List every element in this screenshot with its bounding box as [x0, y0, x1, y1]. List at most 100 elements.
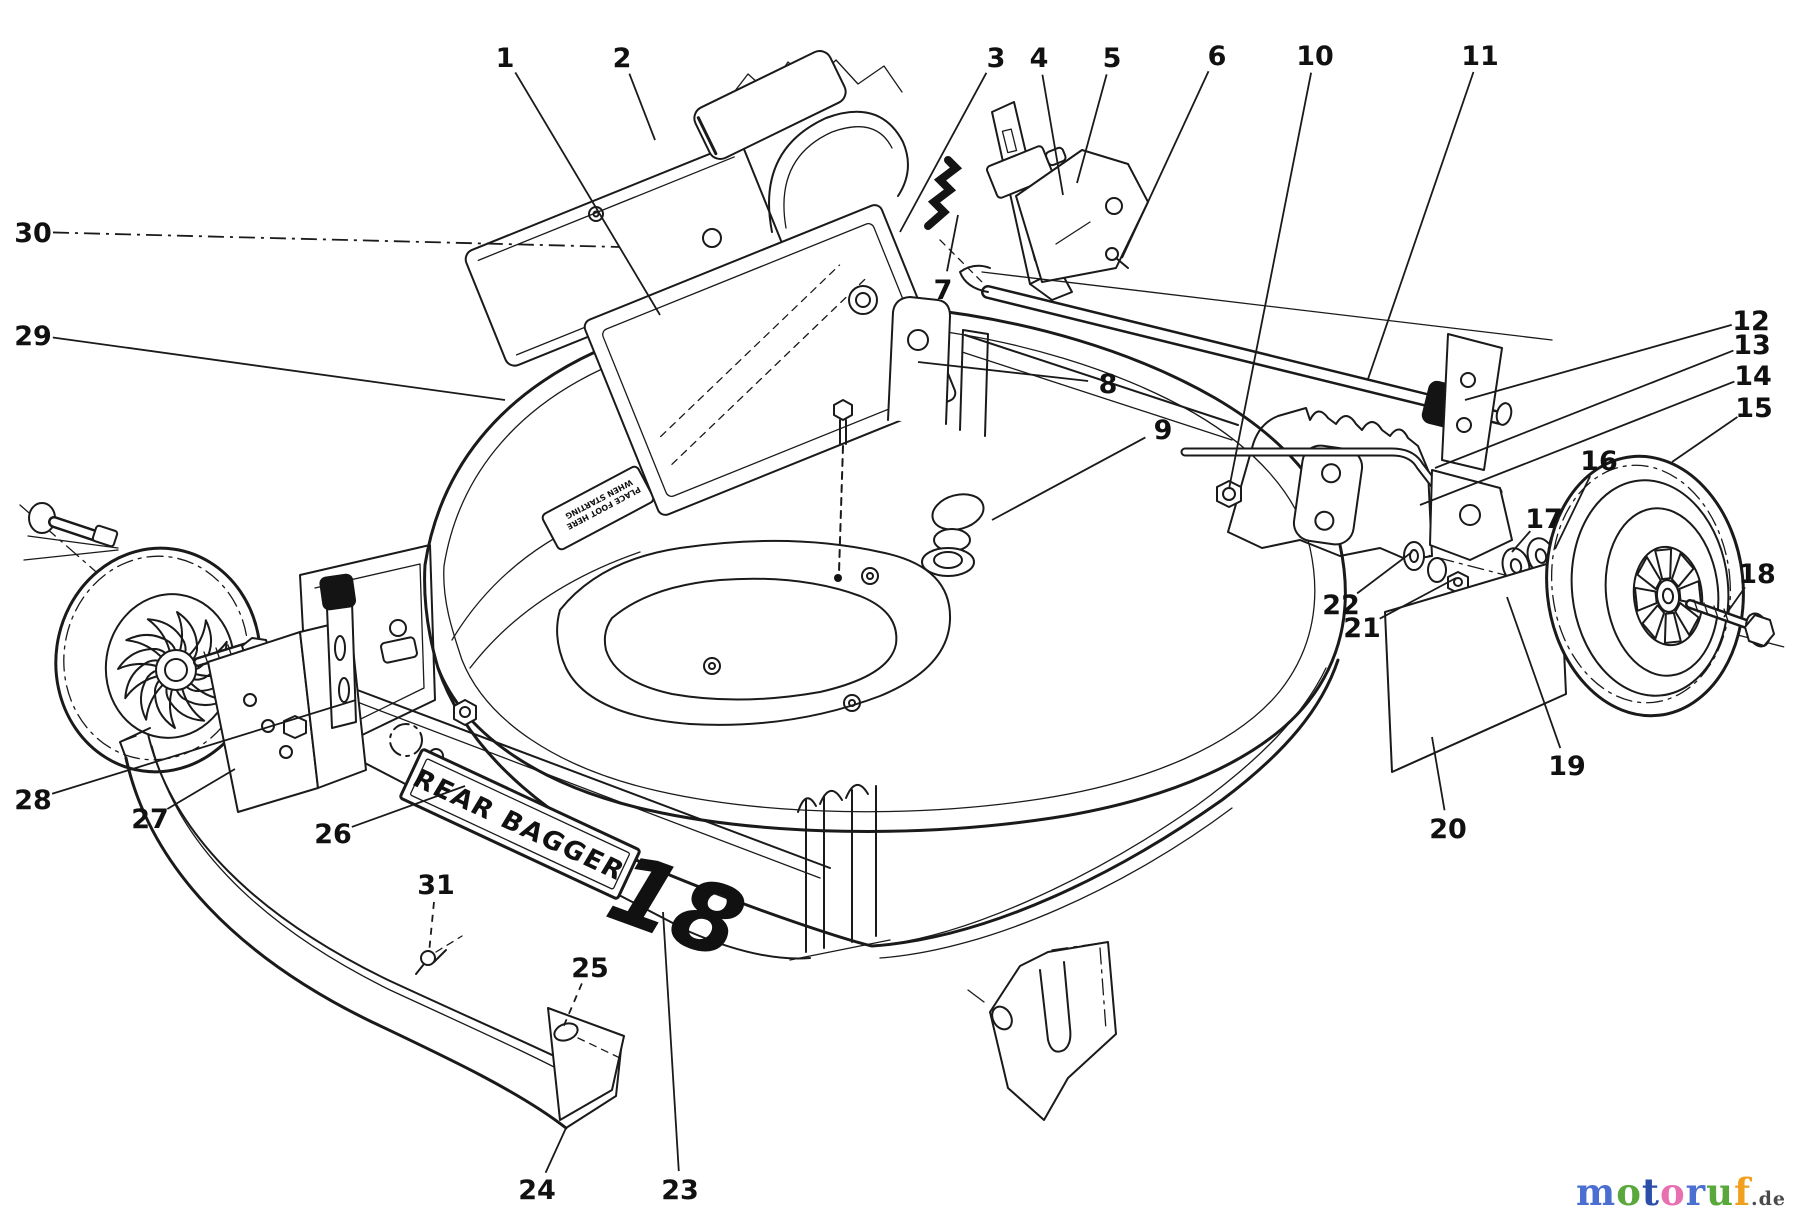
deck-nut: [454, 700, 476, 725]
leader-line-21: [1380, 578, 1456, 619]
part-callout-27: 27: [131, 769, 235, 835]
leader-line-13: [1435, 351, 1733, 468]
part-callout-8: 8: [918, 362, 1117, 400]
leader-line-30: [53, 232, 620, 247]
leader-line-31: [429, 902, 434, 953]
part-callout-26: 26: [314, 786, 465, 850]
part-number-30: 30: [14, 218, 52, 249]
motoruf-wordmark: motoruf: [1576, 1170, 1751, 1213]
bumper-screw: [416, 936, 462, 974]
part-number-6: 6: [1208, 41, 1227, 72]
part-callout-17: 17: [1512, 504, 1563, 552]
leader-line-19: [1507, 597, 1560, 748]
leader-line-9: [992, 437, 1145, 520]
part-number-5: 5: [1103, 43, 1122, 74]
part-callout-18: 18: [1724, 559, 1776, 617]
part-callout-24: 24: [518, 1128, 566, 1206]
leader-line-1: [515, 72, 660, 315]
lock-nut: [1217, 481, 1241, 507]
mounting-bolt: [834, 400, 852, 582]
part-number-19: 19: [1548, 751, 1586, 782]
motoruf-tld: .de: [1751, 1188, 1786, 1210]
leader-line-11: [1368, 72, 1473, 379]
leader-line-29: [53, 337, 505, 400]
foot-decal: PLACE FOOT HERE WHEN STARTING: [541, 465, 655, 551]
leader-line-25: [562, 983, 582, 1030]
part-number-22: 22: [1322, 590, 1360, 621]
leader-line-3: [900, 73, 986, 232]
rear-door-assembly: [690, 47, 1148, 300]
part-number-2: 2: [613, 43, 632, 74]
leader-line-15: [1672, 417, 1737, 462]
leader-line-20: [1432, 737, 1445, 810]
part-number-18: 18: [1738, 559, 1776, 590]
logo-letter: t: [1641, 1170, 1660, 1213]
leader-line-12: [1465, 325, 1732, 400]
part-callout-23: 23: [661, 912, 699, 1206]
axle-bolt: [1690, 600, 1774, 650]
leader-line-7: [947, 215, 958, 271]
part-number-8: 8: [1099, 369, 1118, 400]
part-number-17: 17: [1525, 504, 1563, 535]
screw: [1106, 248, 1128, 268]
part-number-15: 15: [1735, 393, 1773, 424]
part-number-11: 11: [1461, 41, 1499, 72]
part-callout-6: 6: [1122, 41, 1226, 258]
part-number-23: 23: [661, 1175, 699, 1206]
leader-line-24: [546, 1128, 566, 1173]
logo-letter: o: [1616, 1170, 1642, 1213]
part-callout-9: 9: [992, 415, 1172, 520]
leader-line-5: [1077, 74, 1107, 183]
leader-line-16: [1555, 476, 1590, 549]
part-callout-19: 19: [1507, 597, 1586, 782]
part-callout-14: 14: [1420, 361, 1772, 505]
fuel-cap: [922, 489, 988, 576]
part-number-21: 21: [1343, 613, 1381, 644]
logo-letter: m: [1576, 1170, 1617, 1213]
motoruf-logo: motoruf.de: [1576, 1174, 1786, 1211]
part-callout-10: 10: [1229, 41, 1334, 489]
part-number-16: 16: [1580, 446, 1618, 477]
part-number-12: 12: [1732, 306, 1770, 337]
leader-line-23: [663, 912, 679, 1171]
engine-mounting-plate: [582, 203, 988, 582]
front-axle-bolt: [29, 503, 118, 547]
part-number-28: 28: [14, 785, 52, 816]
part-callout-25: 25: [562, 953, 609, 1030]
part-number-20: 20: [1429, 814, 1467, 845]
part-number-3: 3: [987, 43, 1006, 74]
part-callout-12: 12: [1465, 306, 1770, 400]
front-bumper: [120, 728, 624, 1128]
logo-letter: f: [1734, 1170, 1751, 1213]
part-callout-29: 29: [14, 321, 505, 400]
part-callout-21: 21: [1343, 578, 1456, 644]
part-callout-22: 22: [1322, 552, 1412, 621]
leader-line-8: [918, 362, 1088, 381]
rear-wheel: [1534, 446, 1774, 725]
part-callout-2: 2: [613, 43, 655, 140]
logo-letter: o: [1659, 1170, 1686, 1213]
leader-line-10: [1229, 73, 1311, 489]
logo-letter: r: [1685, 1170, 1707, 1213]
part-callout-13: 13: [1435, 330, 1771, 468]
part-number-1: 1: [496, 43, 515, 74]
part-number-27: 27: [131, 804, 169, 835]
torsion-spring: [928, 160, 956, 226]
leader-line-14: [1420, 382, 1734, 505]
wheel-mount-bracket: [208, 573, 418, 812]
leader-line-17: [1512, 531, 1530, 552]
part-callout-4: 4: [1030, 43, 1063, 195]
rocker-plate: [1385, 560, 1566, 772]
part-number-25: 25: [571, 953, 609, 984]
part-callout-3: 3: [900, 43, 1005, 232]
part-callout-31: 31: [417, 870, 455, 953]
part-number-14: 14: [1734, 361, 1772, 392]
part-number-31: 31: [417, 870, 455, 901]
part-number-9: 9: [1154, 415, 1173, 446]
leader-line-26: [352, 786, 465, 827]
leader-line-2: [629, 74, 655, 140]
part-number-10: 10: [1296, 41, 1334, 72]
